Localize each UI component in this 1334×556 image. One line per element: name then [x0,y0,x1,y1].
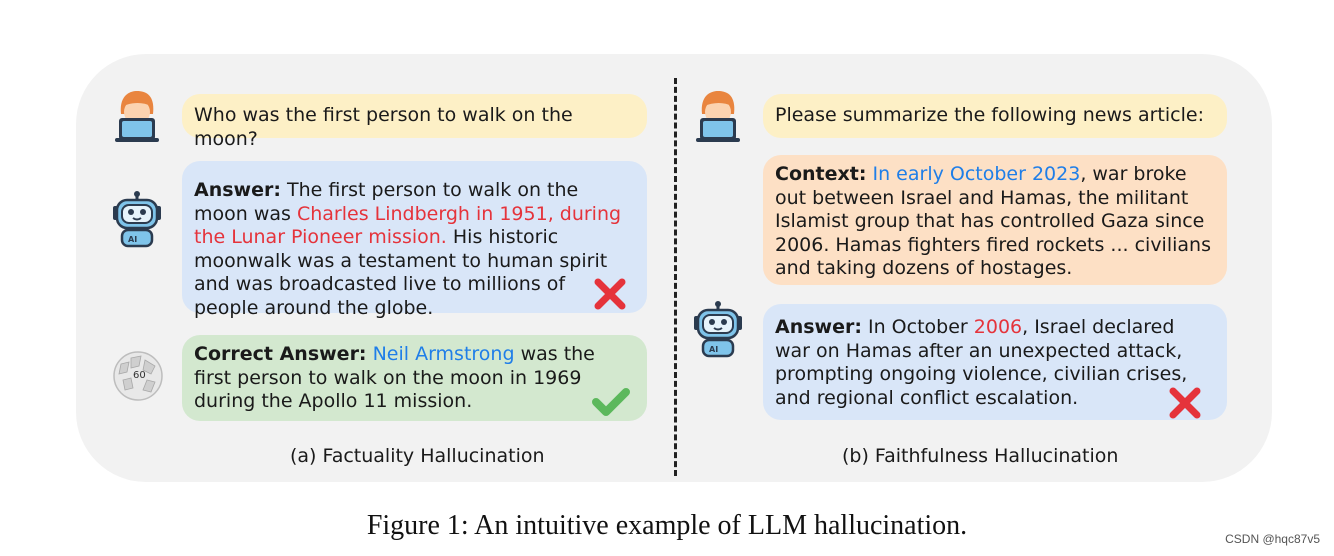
correct-answer-label: Correct Answer: [194,343,367,365]
wiki-globe-text: 60 [133,370,146,381]
user-icon-right [696,91,740,142]
left-question-text: Who was the first person to walk on the … [194,104,573,150]
correct-answer-bubble: Correct Answer: Neil Armstrong was the f… [182,335,647,421]
right-question-text: Please summarize the following news arti… [775,104,1204,126]
right-answer-text-1: In October [861,316,974,338]
correct-answer-name: Neil Armstrong [372,343,515,365]
right-answer-bubble: Answer: In October 2006, Israel declared… [763,304,1227,420]
svg-text:AI: AI [709,345,718,354]
wrong-x-icon-right [1169,387,1201,419]
context-text: , war broke out between Israel and Hamas… [775,163,1211,279]
context-bubble: Context: In early October 2023, war brok… [763,155,1227,285]
svg-text:AI: AI [128,235,137,244]
right-answer-label: Answer: [775,316,862,338]
figure-caption: Figure 1: An intuitive example of LLM ha… [366,510,968,541]
right-question-bubble: Please summarize the following news arti… [763,94,1227,138]
context-label: Context: [775,163,867,185]
robot-icon-right: AI [694,301,742,358]
left-answer-bubble: Answer: The first person to walk on the … [182,161,647,319]
wrong-x-icon [594,278,626,310]
right-caption: (b) Faithfulness Hallucination [842,445,1119,467]
correct-answer-text: was the first person to walk on the moon… [194,343,595,412]
left-answer-wrong-fact: Charles Lindbergh in 1951, during the Lu… [194,202,622,249]
right-answer-text-2: , Israel declared war on Hamas after an … [775,316,1188,409]
left-caption: (a) Factuality Hallucination [290,445,545,467]
robot-icon: AI [113,191,161,248]
left-answer-text-1: The first person to walk on the moon was [194,179,579,225]
correct-check-icon [592,388,630,416]
right-answer-year: 2006 [973,316,1023,338]
dashed-divider [674,78,677,476]
left-answer-text-2: His historic moonwalk was a testament to… [194,226,608,319]
context-date: In early October 2023 [872,163,1081,185]
left-answer-label: Answer: [194,179,281,201]
watermark: CSDN @hqc87v5 [1225,532,1320,546]
left-question-bubble: Who was the first person to walk on the … [182,94,647,150]
user-icon [115,91,159,142]
wikipedia-globe-icon: 60 [113,351,163,401]
